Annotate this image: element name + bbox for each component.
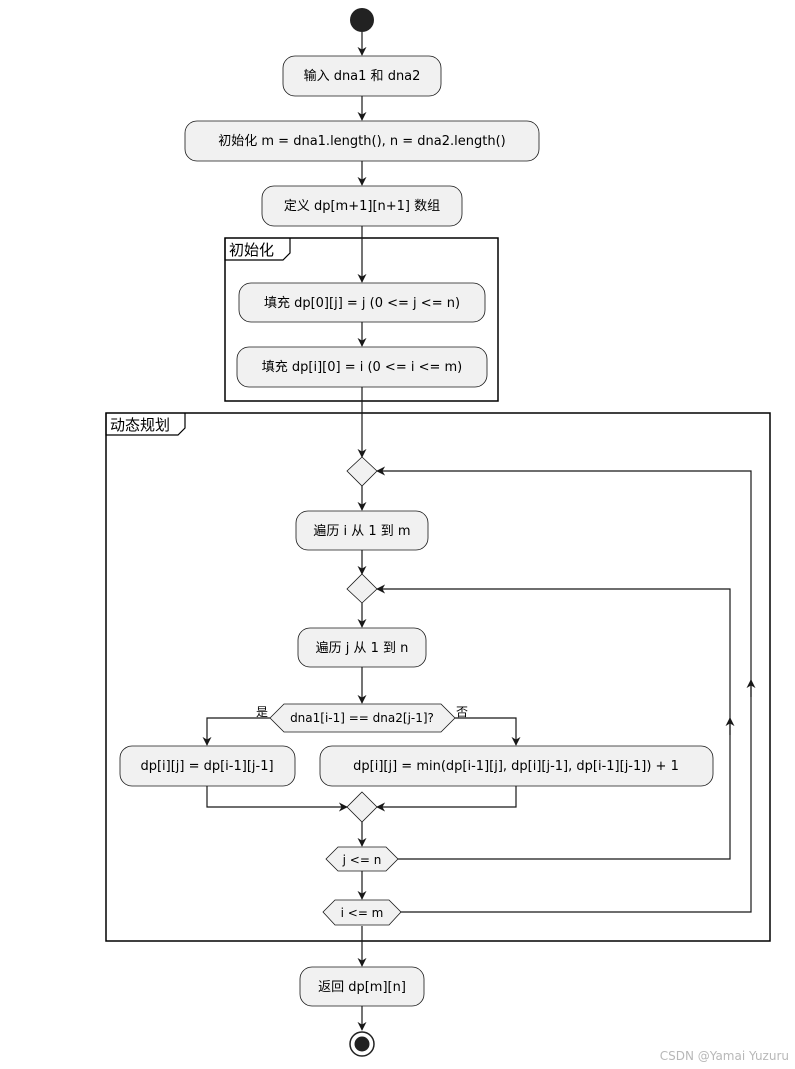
- node-fill-col: 填充 dp[i][0] = i (0 <= i <= m): [236, 346, 488, 388]
- condition-node: dna1[i-1] == dna2[j-1]?: [269, 703, 456, 733]
- node-return-text: 返回 dp[m][n]: [318, 980, 406, 995]
- node-loop-j: 遍历 j 从 1 到 n: [297, 627, 427, 668]
- cond-j-node: j <= n: [325, 846, 399, 872]
- partition-dp-title: 动态规划: [110, 416, 170, 434]
- cond-i-text: i <= m: [341, 906, 384, 920]
- partition-init-title: 初始化: [229, 241, 274, 259]
- node-return: 返回 dp[m][n]: [299, 966, 425, 1007]
- end-node: [349, 1031, 375, 1057]
- edge-yes-merge: [206, 786, 348, 812]
- node-fill-col-text: 填充 dp[i][0] = i (0 <= i <= m): [262, 359, 463, 375]
- node-init-vars-text: 初始化 m = dna1.length(), n = dna2.length(): [218, 134, 506, 149]
- node-branch-yes: dp[i][j] = dp[i-1][j-1]: [119, 745, 296, 787]
- node-input-text: 输入 dna1 和 dna2: [304, 68, 421, 84]
- node-input: 输入 dna1 和 dna2: [282, 55, 442, 97]
- edge-no-merge: [376, 786, 517, 812]
- merge-diamond-i: [346, 456, 378, 487]
- merge-diamond-branch: [346, 791, 378, 823]
- node-loop-i-text: 遍历 i 从 1 到 m: [313, 523, 410, 539]
- node-loop-i: 遍历 i 从 1 到 m: [295, 510, 429, 551]
- merge-diamond-j: [346, 573, 378, 604]
- cond-i-node: i <= m: [322, 899, 402, 926]
- node-fill-row: 填充 dp[0][j] = j (0 <= j <= n): [238, 282, 486, 323]
- watermark: CSDN @Yamai Yuzuru: [659, 1049, 789, 1063]
- branch-label-no: 否: [456, 705, 468, 719]
- branch-label-yes: 是: [256, 705, 268, 719]
- connectors: [202, 32, 756, 1031]
- node-define-dp-text: 定义 dp[m+1][n+1] 数组: [284, 199, 440, 214]
- cond-j-text: j <= n: [342, 853, 382, 867]
- node-branch-yes-text: dp[i][j] = dp[i-1][j-1]: [140, 759, 273, 774]
- node-branch-no-text: dp[i][j] = min(dp[i-1][j], dp[i][j-1], d…: [353, 759, 679, 774]
- node-loop-j-text: 遍历 j 从 1 到 n: [316, 640, 409, 656]
- edge-loop-back-i: [376, 466, 752, 913]
- partition-dp: 动态规划: [105, 412, 771, 942]
- node-define-dp: 定义 dp[m+1][n+1] 数组: [261, 185, 463, 227]
- node-branch-no: dp[i][j] = min(dp[i-1][j], dp[i][j-1], d…: [319, 745, 714, 787]
- edge-cond-yes: [202, 717, 270, 746]
- edge-cond-no: [455, 717, 521, 746]
- condition-text: dna1[i-1] == dna2[j-1]?: [290, 711, 434, 725]
- start-node: [350, 8, 374, 32]
- node-fill-row-text: 填充 dp[0][j] = j (0 <= j <= n): [264, 295, 460, 311]
- node-init-vars: 初始化 m = dna1.length(), n = dna2.length(): [184, 120, 540, 162]
